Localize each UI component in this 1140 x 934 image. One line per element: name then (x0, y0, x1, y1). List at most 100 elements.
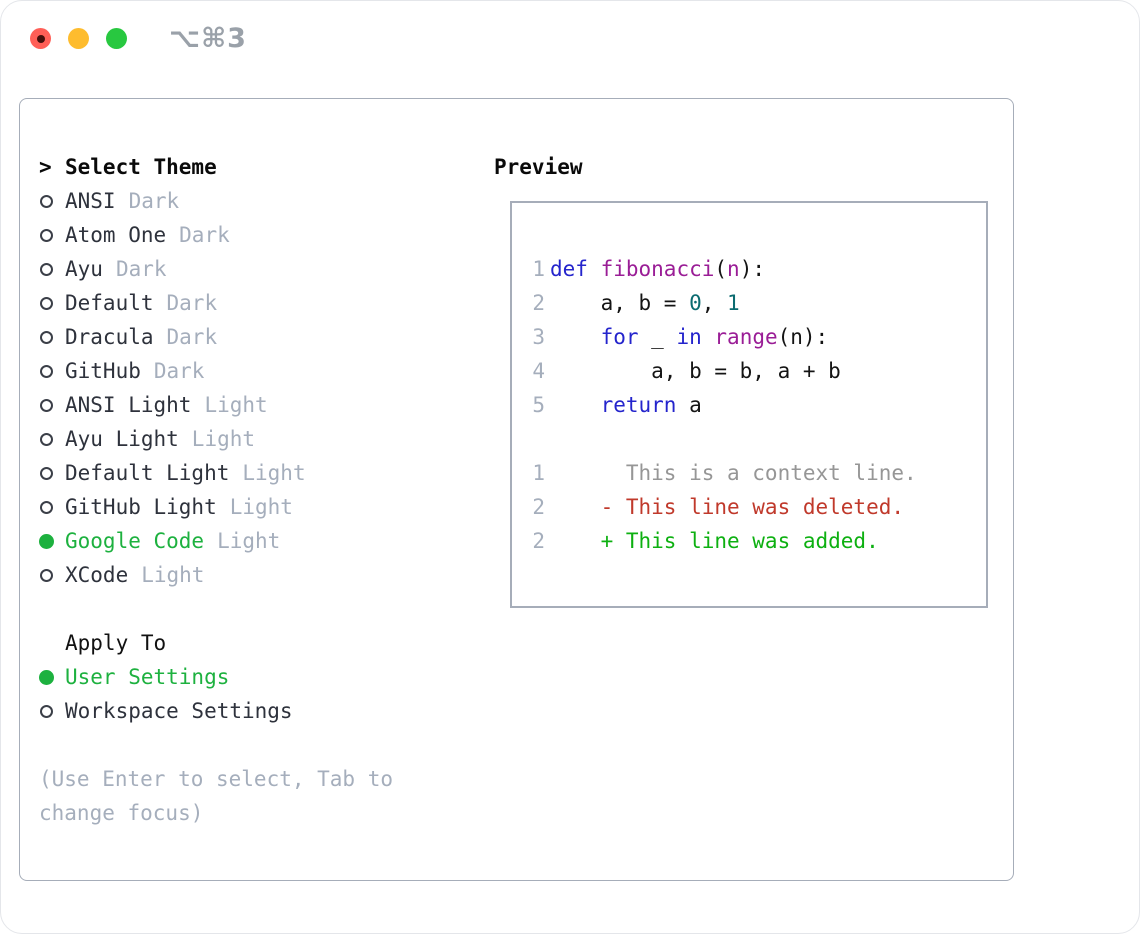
theme-name: Default (65, 291, 154, 315)
theme-option-github[interactable]: GitHub Dark (39, 354, 306, 388)
radio-icon (39, 330, 65, 344)
theme-variant: Light (229, 495, 293, 519)
line-number: 1 (532, 257, 545, 281)
minimize-button[interactable] (68, 28, 89, 49)
diff-text: This is a context line. (550, 461, 917, 485)
theme-name: Default Light (65, 461, 230, 485)
theme-name: Ayu Light (65, 427, 179, 451)
theme-name: XCode (65, 563, 129, 587)
theme-variant: Dark (128, 189, 180, 213)
apply-option-label: Workspace Settings (65, 699, 293, 723)
code-line: 4 a, b = b, a + b (532, 354, 986, 388)
close-dot-icon (36, 34, 45, 43)
theme-name: Dracula (65, 325, 154, 349)
radio-icon (39, 432, 65, 446)
theme-name: Google Code (65, 529, 205, 553)
theme-option-github-light[interactable]: GitHub Light Light (39, 490, 306, 524)
theme-option-google-code[interactable]: Google Code Light (39, 524, 306, 558)
code-line: 2 a, b = 0, 1 (532, 286, 986, 320)
line-number: 1 (532, 461, 545, 485)
theme-variant: Light (242, 461, 306, 485)
theme-variant: Dark (166, 291, 218, 315)
theme-option-ayu[interactable]: Ayu Dark (39, 252, 306, 286)
code-text: a, b = 0, 1 (550, 291, 740, 315)
diff-line: 2 - This line was deleted. (532, 490, 986, 524)
traffic-lights (30, 28, 127, 49)
theme-variant: Dark (179, 223, 230, 247)
title-bar: ⌥⌘3 (1, 1, 1139, 98)
radio-icon (39, 228, 65, 242)
theme-name: GitHub Light (65, 495, 217, 519)
theme-variant: Light (217, 529, 281, 553)
theme-variant: Dark (166, 325, 218, 349)
line-number: 3 (532, 325, 545, 349)
preview-title: Preview (494, 155, 583, 179)
theme-list-header: > Select Theme (39, 150, 306, 184)
radio-icon (39, 194, 65, 208)
code-text: return a (600, 393, 702, 417)
apply-to-header: Apply To (39, 626, 293, 660)
theme-variant: Light (191, 427, 256, 451)
theme-variant: Dark (115, 257, 167, 281)
blank-line (532, 422, 986, 456)
help-text: (Use Enter to select, Tab to change focus… (39, 762, 393, 830)
diff-line: 1 This is a context line. (532, 456, 986, 490)
theme-option-dracula[interactable]: Dracula Dark (39, 320, 306, 354)
code-line: 5 return a (532, 388, 986, 422)
code-text: def fibonacci(n): (550, 257, 765, 281)
code-text: a, b = b, a + b (550, 359, 841, 383)
apply-to-title: Apply To (65, 631, 167, 655)
theme-option-ansi[interactable]: ANSI Dark (39, 184, 306, 218)
theme-name: ANSI (65, 189, 116, 213)
theme-name: ANSI Light (65, 393, 192, 417)
theme-variant: Light (204, 393, 268, 417)
theme-name: GitHub (65, 359, 141, 383)
theme-option-default[interactable]: Default Dark (39, 286, 306, 320)
help-line: change focus) (39, 801, 204, 825)
line-number: 2 (532, 291, 545, 315)
diff-text: + This line was added. (550, 529, 879, 553)
line-number: 4 (532, 359, 545, 383)
theme-option-ansi-light[interactable]: ANSI Light Light (39, 388, 306, 422)
window-title: ⌥⌘3 (169, 23, 247, 54)
theme-name: Atom One (65, 223, 167, 247)
radio-selected-icon (39, 669, 65, 685)
radio-icon (39, 500, 65, 514)
radio-icon (39, 704, 65, 718)
radio-icon (39, 568, 65, 582)
theme-option-atom-one[interactable]: Atom One Dark (39, 218, 306, 252)
apply-option-workspace-settings[interactable]: Workspace Settings (39, 694, 293, 728)
help-line: (Use Enter to select, Tab to (39, 767, 394, 791)
radio-icon (39, 296, 65, 310)
code-text: for _ in range(n): (600, 325, 829, 349)
diff-line: 2 + This line was added. (532, 524, 986, 558)
apply-option-label: User Settings (65, 665, 230, 689)
diff-text: - This line was deleted. (550, 495, 905, 519)
radio-icon (39, 262, 65, 276)
code-line: 3 for _ in range(n): (532, 320, 986, 354)
theme-option-xcode[interactable]: XCode Light (39, 558, 306, 592)
line-number: 2 (532, 529, 545, 553)
theme-option-default-light[interactable]: Default Light Light (39, 456, 306, 490)
radio-icon (39, 466, 65, 480)
theme-variant: Dark (153, 359, 205, 383)
zoom-button[interactable] (106, 28, 127, 49)
radio-icon (39, 398, 65, 412)
close-button[interactable] (30, 28, 51, 49)
radio-selected-icon (39, 533, 65, 549)
line-number: 2 (532, 495, 545, 519)
theme-option-ayu-light[interactable]: Ayu Light Light (39, 422, 306, 456)
theme-name: Ayu (65, 257, 103, 281)
theme-variant: Light (141, 563, 205, 587)
theme-list-title: Select Theme (65, 155, 217, 179)
cursor-icon: > (39, 155, 52, 179)
radio-icon (39, 364, 65, 378)
apply-option-user-settings[interactable]: User Settings (39, 660, 293, 694)
